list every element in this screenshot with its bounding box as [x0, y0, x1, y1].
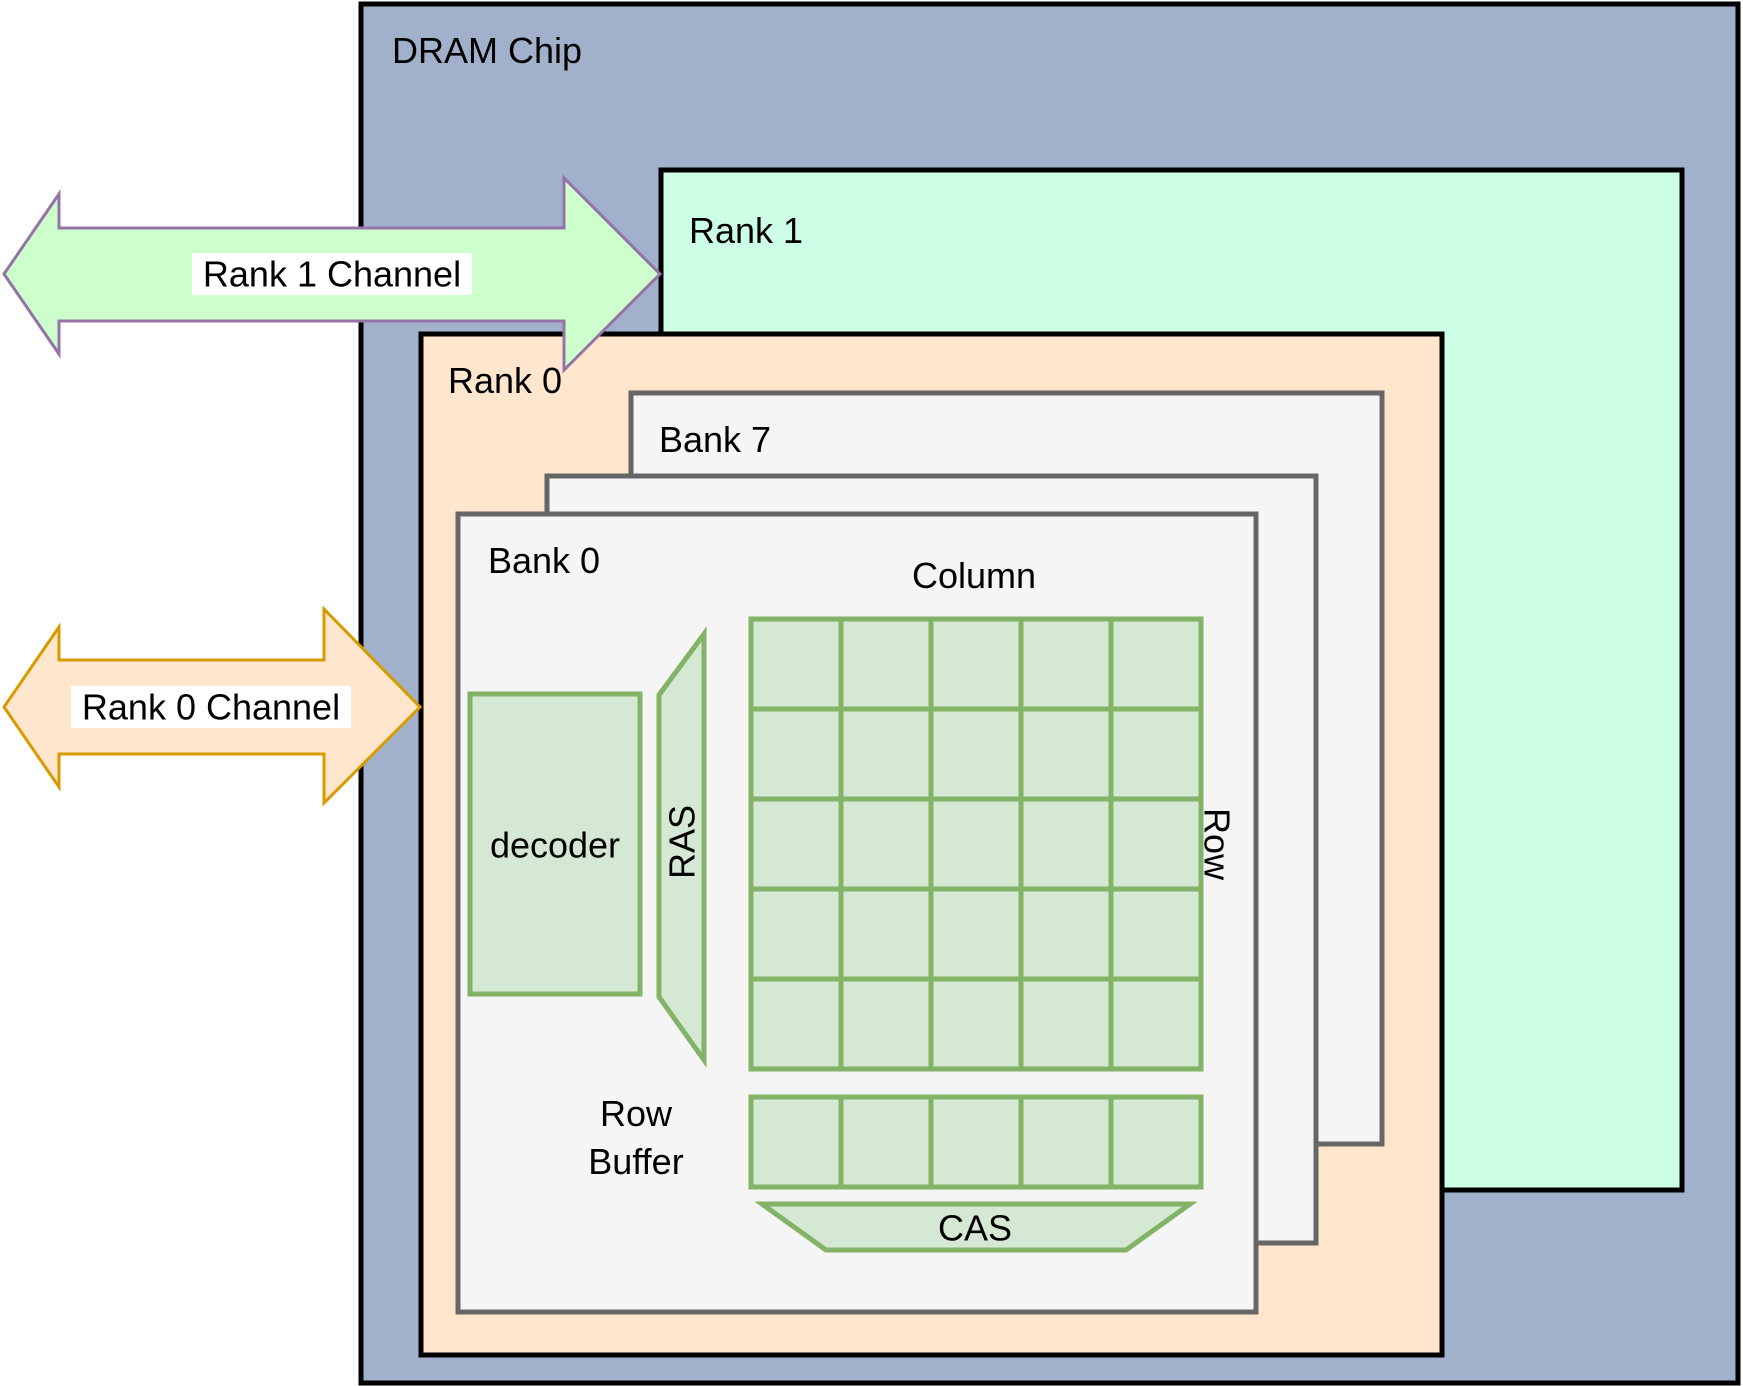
memory-cell: [1018, 796, 1114, 892]
memory-cell: [928, 886, 1024, 982]
memory-cell: [928, 796, 1024, 892]
ras-block: [656, 626, 707, 1068]
memory-cell: [838, 706, 934, 802]
row-buffer-label-line2: Buffer: [588, 1141, 683, 1182]
rank-0-channel-label-bg: [71, 686, 351, 728]
memory-cell: [1018, 706, 1114, 802]
rank-1-label: Rank 1: [689, 210, 803, 251]
rank-1-channel-label: Rank 1 Channel: [203, 254, 461, 295]
row-buffer-cell: [748, 1094, 844, 1190]
memory-cell: [1018, 976, 1114, 1072]
decoder-label: decoder: [490, 825, 620, 866]
bank-7-label: Bank 7: [659, 419, 771, 460]
memory-cell: [1108, 796, 1204, 892]
column-label: Column: [912, 555, 1036, 596]
memory-cell: [1108, 976, 1204, 1072]
ras-label: RAS: [662, 805, 703, 879]
memory-cell: [838, 796, 934, 892]
row-buffer-label-line1: Row: [600, 1093, 673, 1134]
cas-block: [754, 1201, 1198, 1253]
decoder-block: [467, 691, 643, 997]
memory-cell: [928, 976, 1024, 1072]
memory-cell: [928, 706, 1024, 802]
memory-cell: [838, 976, 934, 1072]
memory-cell: [1108, 886, 1204, 982]
memory-cell: [1108, 616, 1204, 712]
memory-cell: [1018, 616, 1114, 712]
memory-cell: [838, 886, 934, 982]
row-buffer: [748, 1094, 1204, 1190]
bank-0-label: Bank 0: [488, 540, 600, 581]
memory-cell: [748, 976, 844, 1072]
memory-cell: [1108, 706, 1204, 802]
row-buffer-cell: [928, 1094, 1024, 1190]
memory-cell: [928, 616, 1024, 712]
row-buffer-cell: [1108, 1094, 1204, 1190]
memory-cell: [748, 616, 844, 712]
rank-1-channel-label-bg: [192, 253, 472, 295]
cell-array-grid: [748, 616, 1204, 1072]
memory-cell: [748, 706, 844, 802]
row-buffer-cell: [838, 1094, 934, 1190]
dram-chip-label: DRAM Chip: [392, 30, 582, 71]
memory-cell: [838, 616, 934, 712]
rank-0-channel-label: Rank 0 Channel: [82, 687, 340, 728]
memory-cell: [748, 886, 844, 982]
rank-0-label: Rank 0: [448, 360, 562, 401]
memory-cell: [748, 796, 844, 892]
memory-cell: [1018, 886, 1114, 982]
cas-label: CAS: [938, 1208, 1012, 1249]
row-buffer-cell: [1018, 1094, 1114, 1190]
